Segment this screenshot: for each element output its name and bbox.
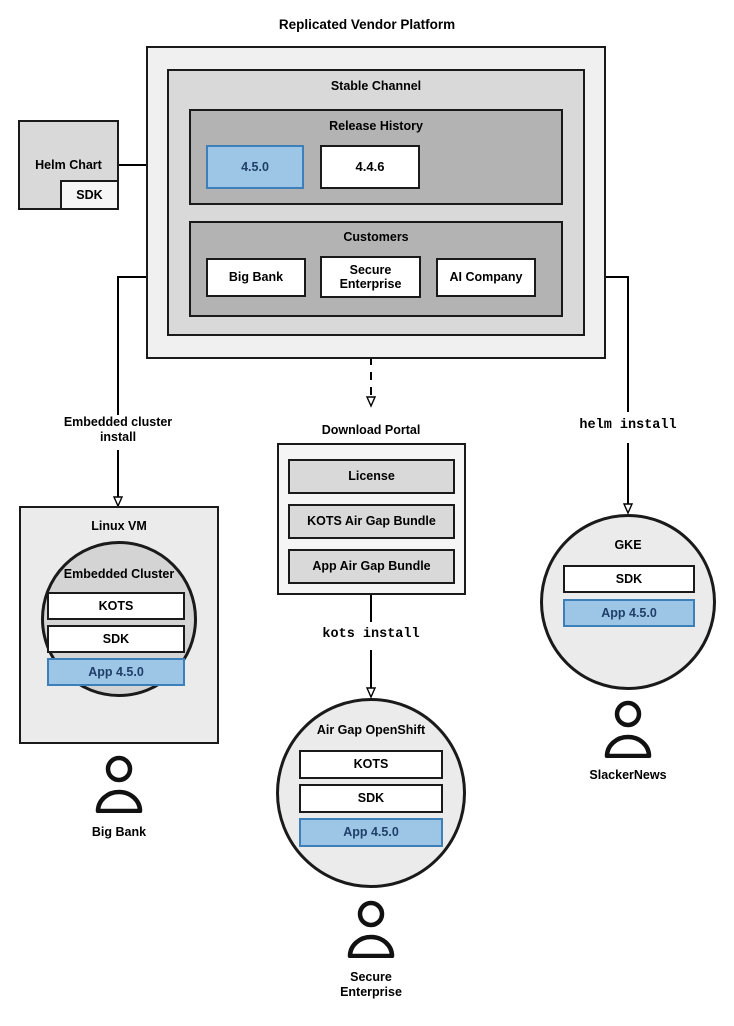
- customers-title: Customers: [343, 230, 409, 244]
- openshift-component-app[interactable]: App 4.5.0: [299, 818, 443, 847]
- openshift-component-kots[interactable]: KOTS: [299, 750, 443, 779]
- gke-label: GKE: [614, 538, 642, 552]
- helm-chart-sdk-box[interactable]: SDK: [60, 180, 119, 210]
- customer-secure-enterprise[interactable]: Secure Enterprise: [320, 256, 421, 298]
- customer-ai-company[interactable]: AI Company: [436, 258, 536, 297]
- edge-label-embedded-cluster-install: Embedded cluster install: [63, 415, 173, 444]
- page-title: Replicated Vendor Platform: [278, 17, 456, 32]
- actor-icon-secure-enterprise: [345, 900, 397, 959]
- actor-label-slackernews: SlackerNews: [589, 768, 667, 782]
- linuxvm-component-kots[interactable]: KOTS: [47, 592, 185, 620]
- actor-label-secure-enterprise: Secure Enterprise: [340, 970, 402, 999]
- release-item-4.4.6[interactable]: 4.4.6: [320, 145, 420, 189]
- actor-label-big-bank: Big Bank: [91, 825, 147, 839]
- edge-label-helm-install: helm install: [579, 418, 677, 433]
- release-history-title: Release History: [329, 119, 423, 133]
- actor-icon-big-bank: [93, 755, 145, 814]
- helm-chart-label: Helm Chart: [35, 157, 102, 172]
- embedded-cluster-label: Embedded Cluster: [63, 567, 175, 581]
- gke-component-sdk[interactable]: SDK: [563, 565, 695, 593]
- release-item-4.5.0[interactable]: 4.5.0: [206, 145, 304, 189]
- airgap-openshift-label: Air Gap OpenShift: [316, 723, 426, 737]
- artifact-kots-air-gap-bundle[interactable]: KOTS Air Gap Bundle: [288, 504, 455, 539]
- linuxvm-component-app[interactable]: App 4.5.0: [47, 658, 185, 686]
- customer-big-bank[interactable]: Big Bank: [206, 258, 306, 297]
- linux-vm-label: Linux VM: [91, 519, 147, 533]
- artifact-app-air-gap-bundle[interactable]: App Air Gap Bundle: [288, 549, 455, 584]
- stable-channel-title: Stable Channel: [330, 79, 422, 93]
- actor-icon-slackernews: [602, 700, 654, 759]
- openshift-component-sdk[interactable]: SDK: [299, 784, 443, 813]
- download-portal-title: Download Portal: [321, 423, 421, 437]
- gke-component-app[interactable]: App 4.5.0: [563, 599, 695, 627]
- linuxvm-component-sdk[interactable]: SDK: [47, 625, 185, 653]
- artifact-license[interactable]: License: [288, 459, 455, 494]
- edge-label-kots-install: kots install: [322, 627, 420, 642]
